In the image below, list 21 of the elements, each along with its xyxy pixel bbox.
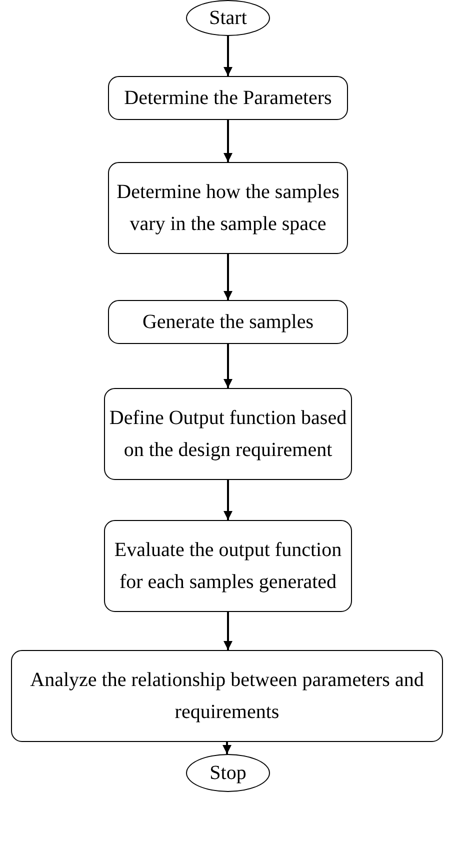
arrow xyxy=(224,612,232,650)
arrow xyxy=(222,742,232,754)
node-label: Generate the samples xyxy=(142,310,314,335)
node-label: Determine how the samples vary in the sample space xyxy=(116,180,340,237)
arrow xyxy=(224,480,232,520)
process-box xyxy=(108,76,348,120)
process-box xyxy=(108,300,348,344)
process-box xyxy=(108,162,348,254)
node-label: Define Output function based on the design requirement xyxy=(109,406,347,463)
arrow xyxy=(224,344,232,388)
node-label: Evaluate the output function for each samples generated xyxy=(113,538,343,595)
process-box xyxy=(104,520,352,612)
process-box xyxy=(11,650,443,742)
process-box xyxy=(104,388,352,480)
arrow xyxy=(224,36,232,76)
node-label: Determine the Parameters xyxy=(124,86,332,111)
arrow xyxy=(224,120,232,162)
node-label: Stop xyxy=(210,761,246,786)
node-label: Analyze the relationship between parameters and requirements xyxy=(29,668,425,725)
node-label: Start xyxy=(209,6,247,31)
arrow xyxy=(224,254,232,300)
